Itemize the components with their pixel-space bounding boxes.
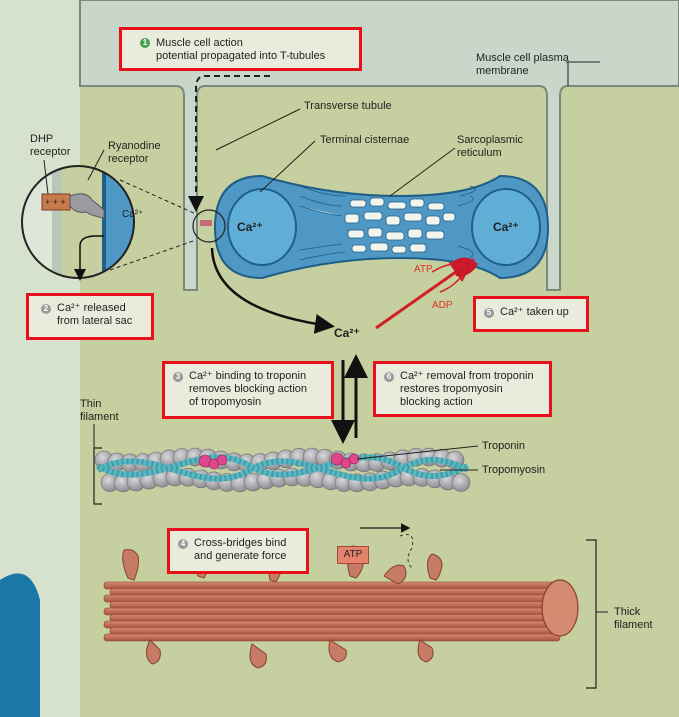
myosin-tail-rod xyxy=(109,588,561,596)
ca-release-arrow xyxy=(210,247,335,334)
cross-bridge-swing xyxy=(399,534,414,569)
ryanodine-receptor-shape xyxy=(69,193,105,219)
myosin-tail-rod xyxy=(103,633,561,642)
troponin-complexes xyxy=(198,452,360,470)
label-ryanodine-receptor: Ryanodine receptor xyxy=(108,140,161,165)
step-1-number: 1 xyxy=(140,38,150,48)
leader-dhp xyxy=(43,159,49,195)
label-dhp-receptor: DHP receptor xyxy=(30,133,71,158)
thick-filament-bracket xyxy=(586,539,597,689)
svg-text:+ + +: + + + xyxy=(45,197,66,207)
thin-filament xyxy=(93,424,471,505)
label-thin-filament: Thin filament xyxy=(80,398,119,423)
zoom-line-bottom xyxy=(109,239,197,271)
myosin-tail-rod xyxy=(109,601,561,609)
atp-box: ATP xyxy=(337,546,369,564)
decor-wave xyxy=(0,573,40,717)
label-thick-filament: Thick filament xyxy=(614,606,653,631)
myosin-tail-rod xyxy=(103,594,561,603)
junction-receptor xyxy=(200,220,212,226)
myosin-tail-rod xyxy=(103,620,561,629)
ca-pump xyxy=(452,257,478,277)
label-troponin: Troponin xyxy=(482,440,526,452)
label-ca-right-cisterna: Ca²⁺ xyxy=(493,220,519,234)
step-6-box: 6 Ca²⁺ removal from troponin restores tr… xyxy=(373,361,552,417)
step-2-box: 2 Ca²⁺ released from lateral sac xyxy=(26,293,154,340)
label-plasma-membrane: Muscle cell plasma membrane xyxy=(476,52,569,77)
terminal-cisterna-right xyxy=(471,188,541,266)
label-ca-zoom: Ca²⁺ xyxy=(122,209,144,220)
step-5-box: 5 Ca²⁺ taken up xyxy=(473,296,589,332)
leader-sarcoplasmic-reticulum xyxy=(389,147,456,197)
step-1-text: Muscle cell action potential propagated … xyxy=(156,37,326,62)
step-5-number: 5 xyxy=(484,308,494,318)
myosin-tail-rod xyxy=(109,627,561,635)
step-3-text: Ca²⁺ binding to troponin removes blockin… xyxy=(189,370,308,408)
label-atp-pump: ATP xyxy=(414,264,433,275)
step-4-text: Cross-bridges bind and generate force xyxy=(194,537,287,562)
label-adp-pump: ADP xyxy=(432,300,453,311)
myosin-tail-rod xyxy=(103,607,561,616)
label-terminal-cisternae: Terminal cisternae xyxy=(320,134,410,146)
step-5-text: Ca²⁺ taken up xyxy=(500,306,569,318)
step-4-number: 4 xyxy=(178,539,188,549)
leader-troponin xyxy=(356,445,479,460)
step-3-box: 3 Ca²⁺ binding to troponin removes block… xyxy=(162,361,334,419)
leader-ryanodine xyxy=(87,149,105,181)
label-ca-left-cisterna: Ca²⁺ xyxy=(237,220,263,234)
extracellular-space xyxy=(79,0,679,291)
label-sarcoplasmic-reticulum: Sarcoplasmic reticulum xyxy=(457,134,524,159)
actin-monomer xyxy=(451,473,471,492)
ca-uptake-arrow xyxy=(375,258,475,330)
label-tropomyosin: Tropomyosin xyxy=(482,464,546,476)
t-tubule-junction-marker xyxy=(192,209,226,243)
step-6-number: 6 xyxy=(384,372,394,382)
myosin-tail-rod xyxy=(103,581,561,590)
myosin-tail-rod xyxy=(109,614,561,622)
label-transverse-tubule: Transverse tubule xyxy=(304,100,392,112)
leader-transverse-tubule xyxy=(215,108,301,151)
terminal-cisterna-left xyxy=(227,188,297,266)
step-4-box: 4 Cross-bridges bind and generate force xyxy=(167,528,309,574)
action-potential-path xyxy=(188,75,270,212)
step-3-number: 3 xyxy=(173,372,183,382)
thin-filament-bracket xyxy=(93,447,102,505)
thick-filament xyxy=(103,523,608,689)
step-6-text: Ca²⁺ removal from troponin restores trop… xyxy=(400,370,534,408)
step-2-text: Ca²⁺ released from lateral sac xyxy=(57,302,133,327)
leader-terminal-cisternae xyxy=(259,140,316,193)
label-ca-cytosol: Ca²⁺ xyxy=(334,326,360,340)
step-1-box: 1 Muscle cell action potential propagate… xyxy=(119,27,362,71)
step-2-number: 2 xyxy=(41,304,51,314)
sarcoplasmic-reticulum xyxy=(213,174,550,280)
